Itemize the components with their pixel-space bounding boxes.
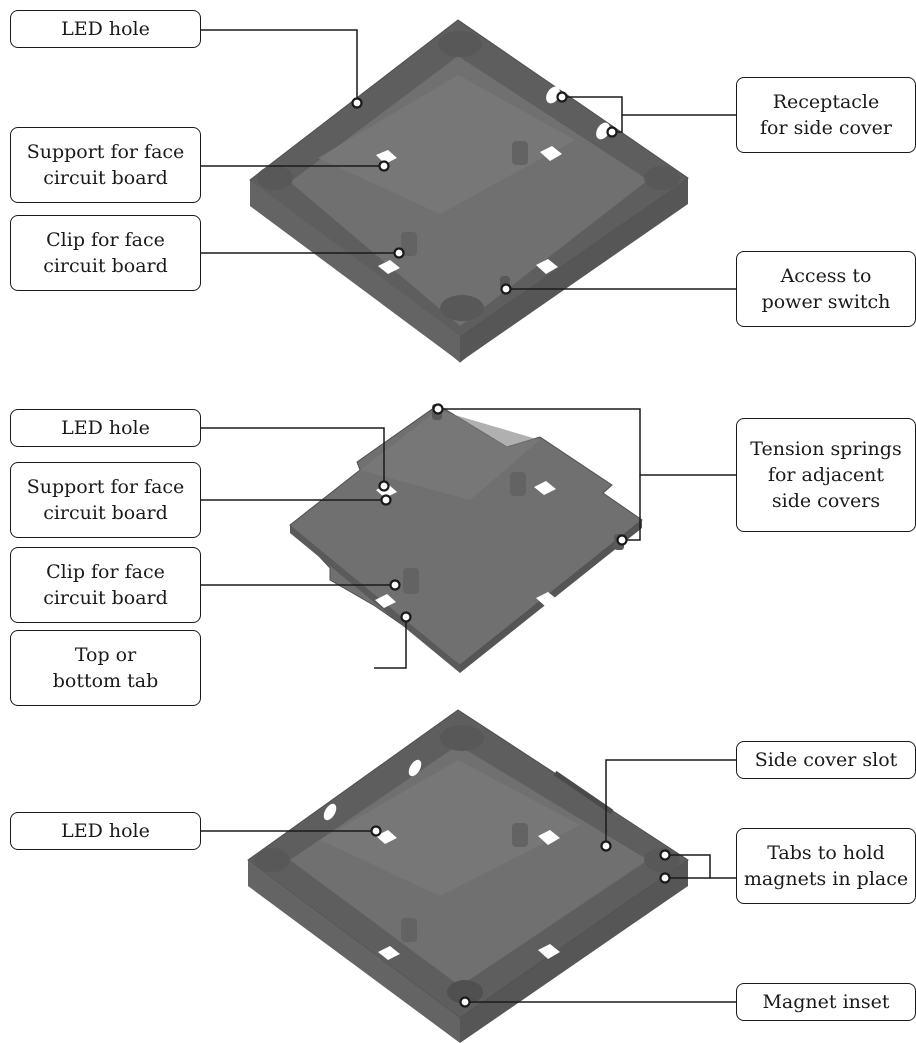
callout-support-face-board: Support for face circuit board [10,127,201,203]
callout-led-hole: LED hole [10,10,201,48]
magnet-tab-marker [659,849,671,861]
callout-led-hole: LED hole [10,812,201,850]
led-hole-marker [351,97,363,109]
callout-access-power-switch: Access to power switch [736,251,916,327]
housing-part-bottom [247,709,689,1043]
callout-side-cover-slot: Side cover slot [736,741,916,779]
magnet-inset-marker [459,996,471,1008]
led-hole-marker [370,825,382,837]
callout-tension-springs: Tension springs for adjacent side covers [736,418,916,532]
receptacle-marker [606,126,618,138]
callout-support-face-board: Support for face circuit board [10,462,201,538]
callout-clip-face-board: Clip for face circuit board [10,215,201,291]
led-hole-marker [378,480,390,492]
support-marker [378,160,390,172]
slot-marker [600,840,612,852]
callout-led-hole: LED hole [10,409,201,447]
clip-marker [393,247,405,259]
face-plate-part [289,404,643,673]
receptacle-marker [556,91,568,103]
support-marker [380,494,392,506]
callout-receptacle-side-cover: Receptacle for side cover [736,77,916,153]
callout-magnet-inset: Magnet inset [736,983,916,1021]
spring-marker [432,403,444,415]
callout-top-bottom-tab: Top or bottom tab [10,630,201,706]
callout-clip-face-board: Clip for face circuit board [10,547,201,623]
callout-tabs-hold-magnets: Tabs to hold magnets in place [736,828,916,904]
leader-lines [200,29,736,1003]
magnet-tab-marker [659,872,671,884]
housing-part-top [249,19,689,363]
clip-marker [389,579,401,591]
spring-marker [616,534,628,546]
tab-marker [400,611,412,623]
power-switch-marker [500,283,512,295]
